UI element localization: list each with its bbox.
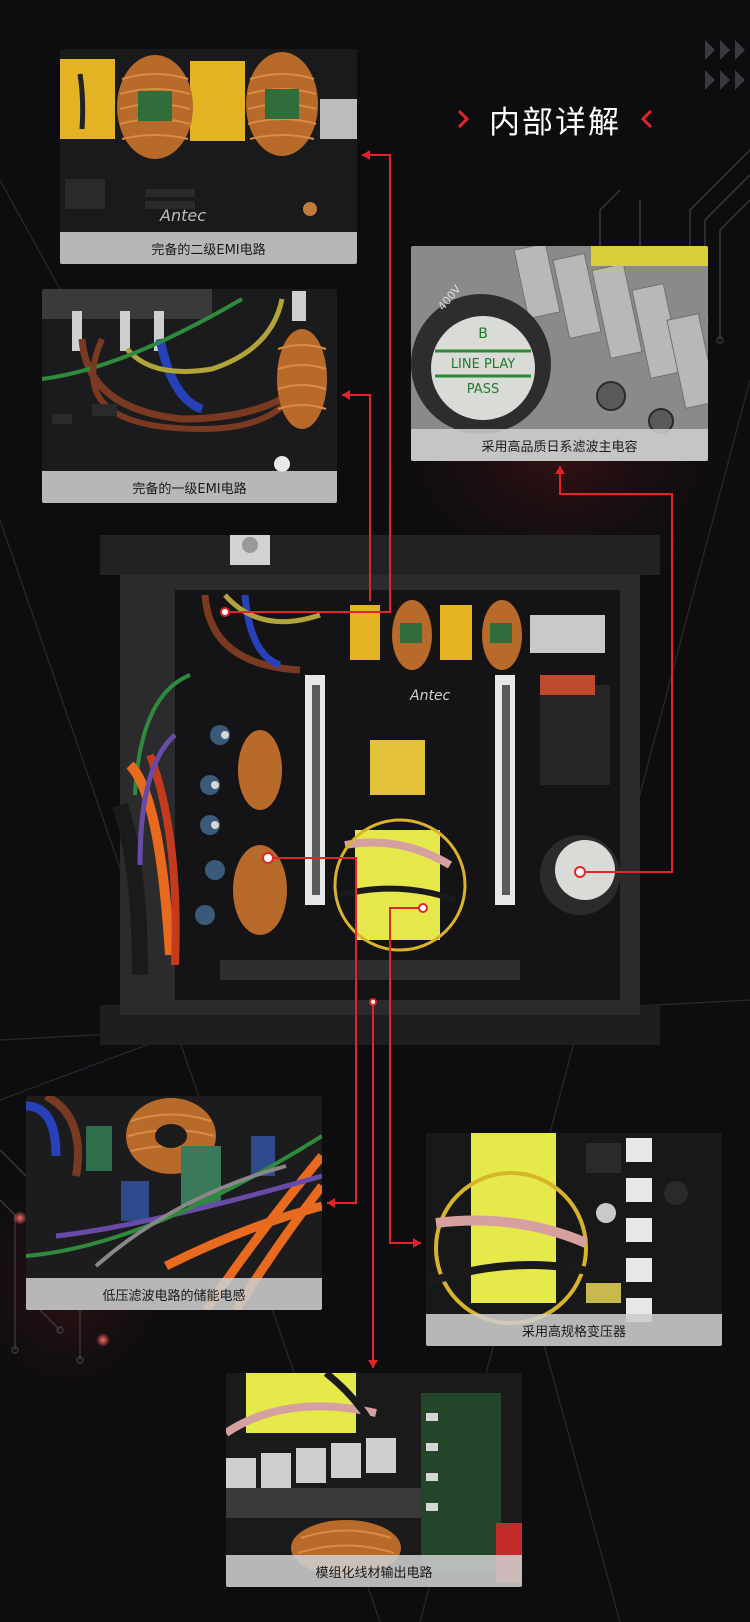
caption-emi-first: 完备的一级EMI电路 bbox=[42, 471, 337, 503]
chevron-right-icon bbox=[457, 109, 470, 129]
emi-first-photo: 完备的一级EMI电路 bbox=[42, 289, 337, 503]
board-brand-logo: Antec bbox=[409, 688, 451, 704]
modular-output-photo: 模组化线材输出电路 bbox=[226, 1373, 522, 1587]
transformer-illustration bbox=[426, 1133, 722, 1346]
modular-output-illustration bbox=[226, 1373, 522, 1587]
capacitor-label-b: B bbox=[478, 326, 488, 342]
inductor-photo: 低压滤波电路的储能电感 bbox=[26, 1096, 322, 1310]
psu-board-illustration: Antec bbox=[100, 530, 660, 1045]
main-capacitor-photo: B LINE PLAY PASS 400V 采用高品质日系滤波主电容 bbox=[411, 246, 708, 461]
psu-board-photo: Antec bbox=[100, 530, 660, 1045]
caption-modular-output: 模组化线材输出电路 bbox=[226, 1555, 522, 1587]
main-capacitor-illustration: B LINE PLAY PASS 400V bbox=[411, 246, 708, 461]
section-title: 内部详解 bbox=[450, 94, 660, 144]
emi-second-photo: Antec 完备的二级EMI电路 bbox=[60, 49, 357, 264]
capacitor-label-line-play: LINE PLAY bbox=[451, 357, 515, 372]
chevron-left-icon bbox=[640, 109, 653, 129]
caption-emi-second: 完备的二级EMI电路 bbox=[60, 232, 357, 264]
transformer-photo: 采用高规格变压器 bbox=[426, 1133, 722, 1346]
brand-logo: Antec bbox=[159, 206, 206, 225]
caption-inductor: 低压滤波电路的储能电感 bbox=[26, 1278, 322, 1310]
caption-main-capacitor: 采用高品质日系滤波主电容 bbox=[411, 429, 708, 461]
capacitor-label-pass: PASS bbox=[467, 382, 499, 397]
caption-transformer: 采用高规格变压器 bbox=[426, 1314, 722, 1346]
page-title: 内部详解 bbox=[489, 104, 621, 141]
